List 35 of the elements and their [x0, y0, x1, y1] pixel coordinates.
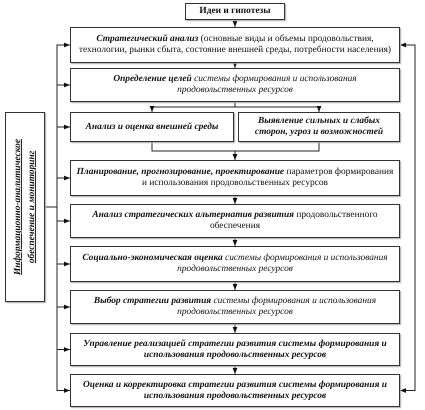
side-box [5, 112, 45, 302]
process-box [70, 290, 400, 324]
arrow [234, 102, 322, 112]
box-text: Стратегический анализ (основные виды и объемы продовольствия, технологии, рынки сбыта, состояние внешней среды, потребности населения) [78, 33, 392, 57]
box-text: Управление реализацией стратегии развития системы формирования и использования продовольственных ресурсов [82, 338, 388, 362]
process-box [70, 374, 400, 407]
box-text: Планирование, прогнозирование, проектирование параметров формирования и использования продовольственных ресурсов [76, 166, 394, 190]
process-box [70, 68, 400, 102]
process-box [238, 112, 400, 142]
process-box [70, 204, 400, 238]
box-text: Социально-экономическая оценка системы формирования и использования продовольственных ресурсов [81, 252, 389, 276]
process-box [70, 246, 400, 282]
arrow [232, 366, 238, 374]
box-text: Определение целей системы формирования и использования продовольственных ресурсов [112, 73, 358, 97]
arrow [232, 324, 238, 334]
arrow [232, 142, 320, 160]
process-box [70, 27, 400, 63]
box-text: Анализ и оценка внешней среды [84, 120, 220, 134]
arrow [232, 238, 238, 246]
process-box [70, 112, 234, 142]
process-box [70, 160, 400, 196]
arrow [400, 42, 416, 393]
process-box [70, 333, 400, 366]
arrow [44, 206, 70, 393]
arrow [232, 196, 238, 204]
box-text: Анализ стратегических альтернатив развития продовольственного обеспечения [91, 209, 379, 233]
box-text: Выбор стратегии развития системы формирования и использования продовольственных ресурсов [92, 295, 378, 319]
arrow [232, 20, 238, 28]
arrow [232, 282, 238, 290]
process-box [185, 3, 285, 20]
box-text: Идеи и гипотезы [198, 5, 272, 18]
arrow [232, 62, 238, 68]
box-text: Оценка и корректировка стратегии развития системы формирования и использования продовольственных ресурсов [82, 378, 388, 402]
box-text: Информационно-аналитическое обеспечение и мониторинг [12, 138, 38, 278]
box-text: Выявление сильных и слабых сторон, угроз и возможностей [254, 115, 384, 139]
